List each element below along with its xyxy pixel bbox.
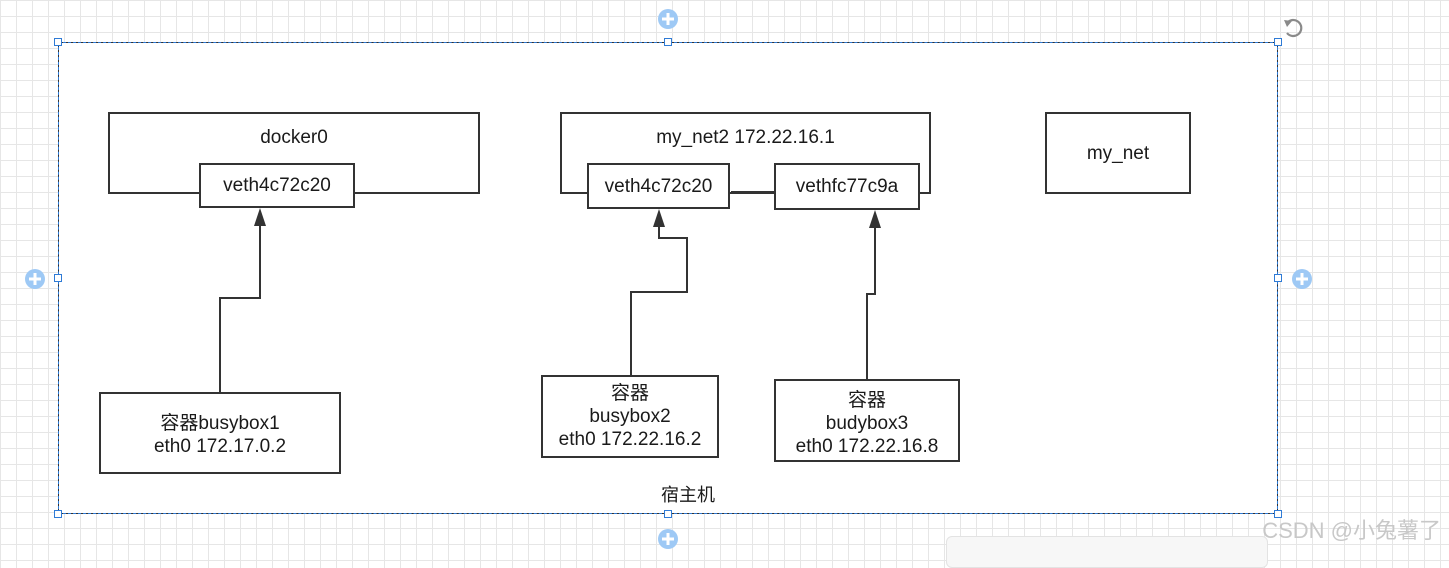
my-net2-veth-a-label: veth4c72c20 — [604, 175, 713, 197]
container-busybox1[interactable]: 容器busybox1 eth0 172.17.0.2 — [99, 392, 341, 474]
add-above-icon[interactable] — [657, 8, 679, 30]
container-line: eth0 172.22.16.2 — [558, 429, 702, 450]
container-line: 容器 — [610, 383, 649, 404]
connector-busybox2 — [630, 225, 688, 375]
container-line: eth0 172.17.0.2 — [153, 436, 287, 457]
my-net2-veth-a-box[interactable]: veth4c72c20 — [587, 163, 730, 209]
container-line: budybox3 — [825, 413, 909, 434]
resize-handle-top-right[interactable] — [1274, 38, 1282, 46]
my-net-bridge[interactable]: my_net — [1045, 112, 1191, 194]
add-left-icon[interactable] — [24, 268, 46, 290]
resize-handle-top[interactable] — [664, 38, 672, 46]
connector-layer — [219, 191, 881, 392]
bottom-panel — [946, 536, 1268, 568]
container-line: 容器 — [847, 390, 886, 411]
my-net-label: my_net — [1086, 142, 1150, 164]
docker0-veth-box[interactable]: veth4c72c20 — [199, 163, 355, 208]
resize-handle-bottom[interactable] — [664, 510, 672, 518]
host-label: 宿主机 — [661, 485, 715, 505]
my-net2-veth-b-box[interactable]: vethfc77c9a — [774, 163, 920, 210]
resize-handle-right[interactable] — [1274, 274, 1282, 282]
my-net2-label: my_net2 172.22.16.1 — [656, 127, 835, 148]
connector-busybox1 — [219, 224, 261, 392]
connector-budybox3 — [866, 225, 876, 379]
container-busybox2[interactable]: 容器 busybox2 eth0 172.22.16.2 — [541, 375, 719, 458]
container-text: 容器 budybox3 eth0 172.22.16.8 — [796, 389, 939, 458]
docker0-veth-label: veth4c72c20 — [223, 175, 331, 196]
container-budybox3[interactable]: 容器 budybox3 eth0 172.22.16.8 — [774, 379, 960, 462]
add-below-icon[interactable] — [657, 528, 679, 550]
container-text: 容器busybox1 eth0 172.17.0.2 — [154, 412, 286, 458]
docker0-label: docker0 — [260, 127, 328, 148]
add-right-icon[interactable] — [1291, 268, 1313, 290]
container-text: 容器 busybox2 eth0 172.22.16.2 — [559, 382, 702, 451]
container-line: eth0 172.22.16.8 — [795, 436, 939, 457]
rotate-icon[interactable] — [1282, 17, 1304, 39]
container-line: busybox2 — [589, 406, 671, 427]
resize-handle-top-left[interactable] — [54, 38, 62, 46]
resize-handle-bottom-left[interactable] — [54, 510, 62, 518]
arrowhead — [653, 209, 665, 227]
arrowhead — [254, 208, 266, 226]
watermark: CSDN @小兔薯了 — [1262, 518, 1441, 543]
my-net2-veth-b-label: vethfc77c9a — [795, 176, 899, 197]
arrowhead — [869, 210, 881, 228]
resize-handle-left[interactable] — [54, 274, 62, 282]
container-line: 容器busybox1 — [160, 413, 280, 434]
resize-handle-bottom-right[interactable] — [1274, 510, 1282, 518]
